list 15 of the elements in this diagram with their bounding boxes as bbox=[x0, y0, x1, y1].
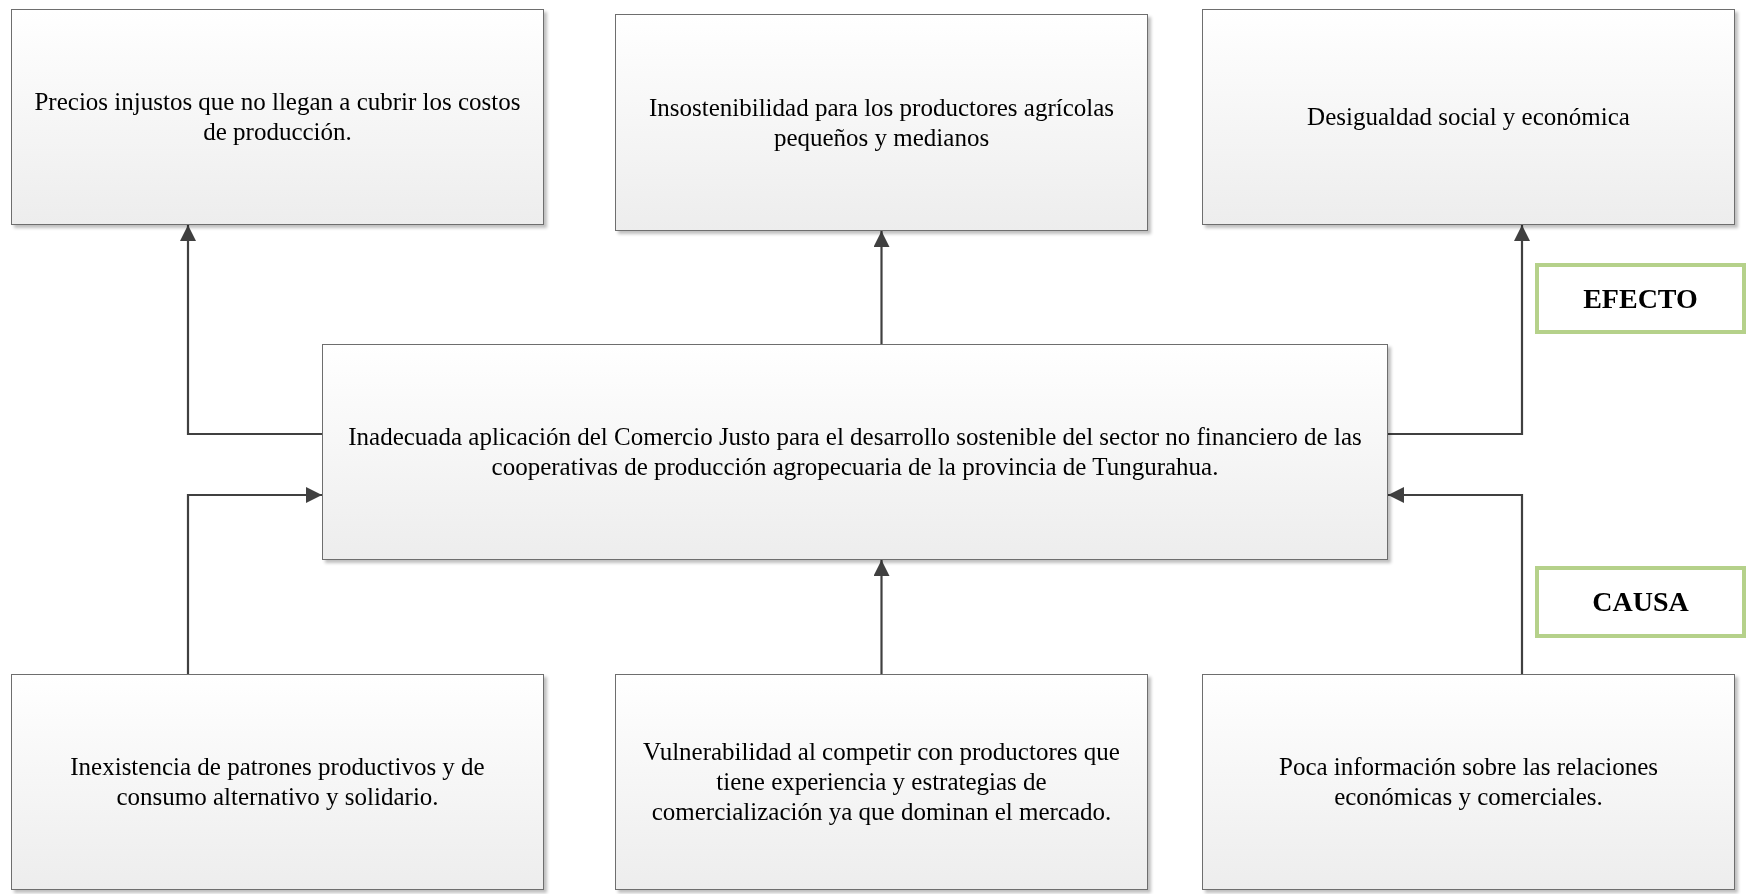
arrow bbox=[186, 487, 322, 674]
cause-effect-box: Desigualdad social y económica bbox=[1202, 9, 1735, 225]
category-label-box: EFECTO bbox=[1535, 263, 1746, 334]
arrow bbox=[1388, 487, 1524, 674]
cause-effect-box: Precios injustos que no llegan a cubrir los costos de producción. bbox=[11, 9, 544, 225]
arrow bbox=[873, 231, 890, 344]
cause-effect-box: Vulnerabilidad al competir con productores que tiene experiencia y estrategias de comercialización ya que dominan el mercado. bbox=[615, 674, 1148, 890]
cause-effect-box: Inadecuada aplicación del Comercio Justo para el desarrollo sostenible del sector no financiero de las cooperativas de producción agropecuaria de la provincia de Tungurahua. bbox=[322, 344, 1388, 560]
arrow bbox=[180, 225, 322, 436]
cause-effect-box: Poca información sobre las relaciones económicas y comerciales. bbox=[1202, 674, 1735, 890]
cause-effect-box: Inexistencia de patrones productivos y de consumo alternativo y solidario. bbox=[11, 674, 544, 890]
cause-effect-box: Insostenibilidad para los productores agrícolas pequeños y medianos bbox=[615, 14, 1148, 231]
arrow bbox=[1388, 225, 1530, 436]
arrow bbox=[873, 560, 890, 674]
category-label-box: CAUSA bbox=[1535, 566, 1746, 638]
